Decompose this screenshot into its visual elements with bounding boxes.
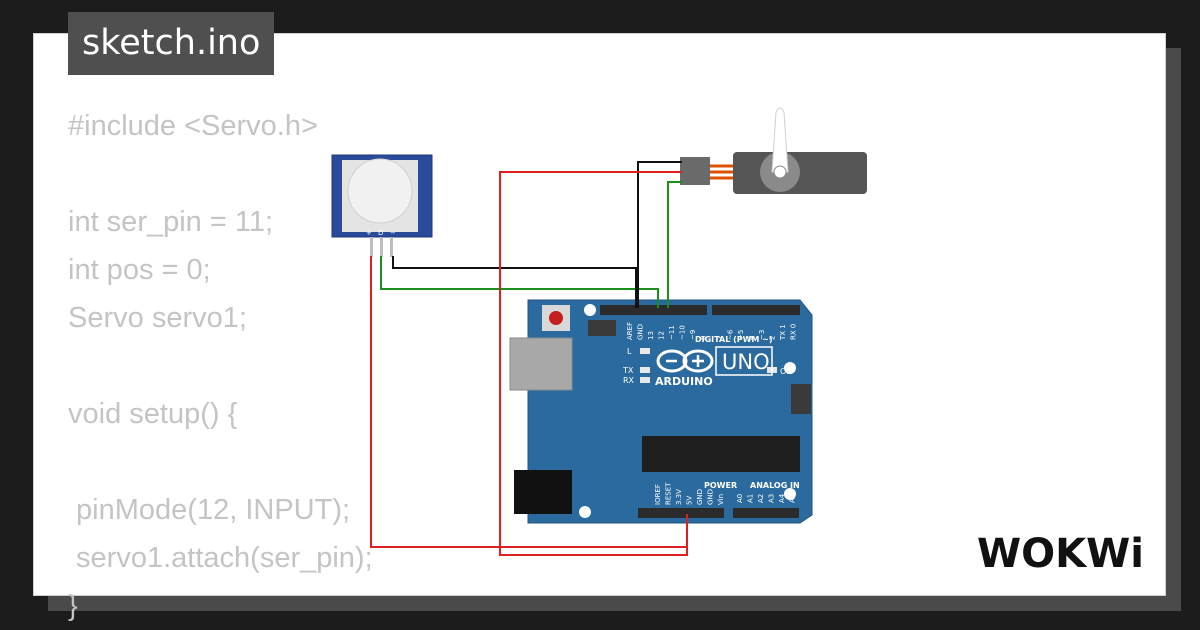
pir-pin-gnd[interactable] [390, 237, 393, 257]
analog-pin-label: A2 [757, 494, 765, 503]
rx-led-label: RX [623, 376, 635, 385]
led-rx [640, 377, 650, 383]
code-line: int ser_pin = 11; [68, 206, 274, 238]
digital-pin-label: ~5 [737, 330, 745, 340]
analog-pin-label: A0 [736, 494, 744, 503]
servo-motor[interactable] [680, 107, 867, 194]
digital-pin-label: ~9 [689, 330, 697, 340]
digital-pin-label: 7 [716, 336, 724, 340]
reset-button-cap[interactable] [549, 311, 563, 325]
analog-pin-label: A1 [747, 494, 755, 503]
digital-pin-label: RX 0 [790, 324, 798, 340]
code-line: #include <Servo.h> [68, 110, 318, 142]
pir-pin-out[interactable] [380, 237, 383, 257]
mount-hole [784, 362, 796, 374]
wokwi-logo-text: WOKWi [977, 531, 1144, 577]
pir-pin-vcc[interactable] [370, 237, 373, 257]
uno-label-box [715, 346, 773, 376]
analog-header [733, 508, 799, 518]
digital-header-left [600, 305, 707, 315]
digital-pin-label: ~6 [727, 329, 735, 340]
analog-header-label: ANALOG IN [750, 481, 800, 490]
code-line: int pos = 0; [68, 254, 211, 286]
wokwi-logo: WOKWi [977, 531, 1144, 577]
power-header [638, 508, 724, 518]
code-line: pinMode(12, INPUT); [68, 494, 351, 526]
led-l [640, 348, 650, 354]
pir-motion-sensor[interactable]: + D − [331, 154, 433, 257]
code-line: servo1.attach(ser_pin); [68, 542, 373, 574]
board-model-label: UNO [722, 350, 770, 374]
code-line: void setup() { [68, 398, 238, 430]
code-line: Servo servo1; [68, 302, 247, 334]
pir-dome [347, 158, 413, 224]
power-pin-label: Vin [717, 494, 725, 505]
servo-connector [680, 157, 710, 185]
code-line: } [68, 590, 78, 622]
digital-pin-label: ~3 [758, 330, 766, 340]
analog-pin-label: A3 [768, 494, 776, 503]
file-tab[interactable]: sketch.ino [68, 12, 275, 75]
wire-servo-vcc[interactable] [499, 171, 688, 556]
mount-hole [784, 488, 796, 500]
power-header-label: POWER [704, 481, 737, 490]
digital-pin-label: TX 1 [779, 324, 787, 341]
tx-led-label: TX [622, 366, 634, 375]
led-tx [640, 367, 650, 373]
atmega-chip [642, 436, 800, 472]
icsp-header [588, 320, 616, 336]
board-brand-label: ARDUINO [655, 375, 713, 388]
analog-pin-label: A5 [789, 494, 797, 503]
on-led-label: ON [780, 367, 792, 376]
analog-pin-label: A4 [778, 493, 786, 503]
usb-port [509, 337, 573, 391]
servo-horn[interactable] [771, 107, 789, 173]
wire-pir-signal[interactable] [380, 256, 659, 308]
digital-pin-label: ~11 [668, 325, 676, 340]
wires [370, 161, 688, 556]
l-led-label: L [627, 347, 632, 356]
pir-pin-label: + [366, 229, 372, 237]
mount-hole [584, 304, 596, 316]
digital-pin-label: AREF [626, 322, 634, 340]
wire-servo-gnd[interactable] [637, 161, 682, 308]
power-pin-label: 3.3V [675, 489, 683, 505]
wire-servo-signal[interactable] [667, 181, 682, 308]
servo-screw-icon [773, 165, 787, 179]
digital-pin-label: 13 [647, 331, 655, 340]
arduino-logo-icon [656, 349, 714, 373]
digital-pin-label: 8 [700, 336, 708, 340]
pir-pin-label: − [390, 229, 396, 237]
power-jack [514, 470, 572, 514]
digital-pin-label: 2 [769, 336, 777, 340]
pir-pin-label: D [378, 229, 383, 237]
icsp-header-right [791, 384, 811, 414]
mount-hole [579, 506, 591, 518]
power-pin-label: RESET [665, 482, 673, 505]
power-pin-label: GND [696, 489, 704, 505]
digital-pin-label: 4 [748, 335, 756, 340]
power-pin-label: GND [707, 489, 715, 505]
digital-pin-label: ~10 [679, 325, 687, 340]
digital-pin-label: GND [637, 324, 645, 340]
code-editor: #include <Servo.h> int ser_pin = 11; int… [68, 102, 373, 630]
digital-header-label: DIGITAL (PWM ~) [695, 335, 773, 344]
arduino-uno-board[interactable]: UNO ARDUINO DIGITAL (PWM ~) POWER ANALOG… [509, 299, 813, 524]
power-pin-label: IOREF [654, 484, 662, 505]
digital-header-right [712, 305, 800, 315]
wire-pir-gnd[interactable] [392, 256, 637, 308]
digital-pin-label: 12 [658, 331, 666, 340]
servo-body [733, 152, 867, 194]
power-pin-label: 5V [686, 496, 694, 505]
